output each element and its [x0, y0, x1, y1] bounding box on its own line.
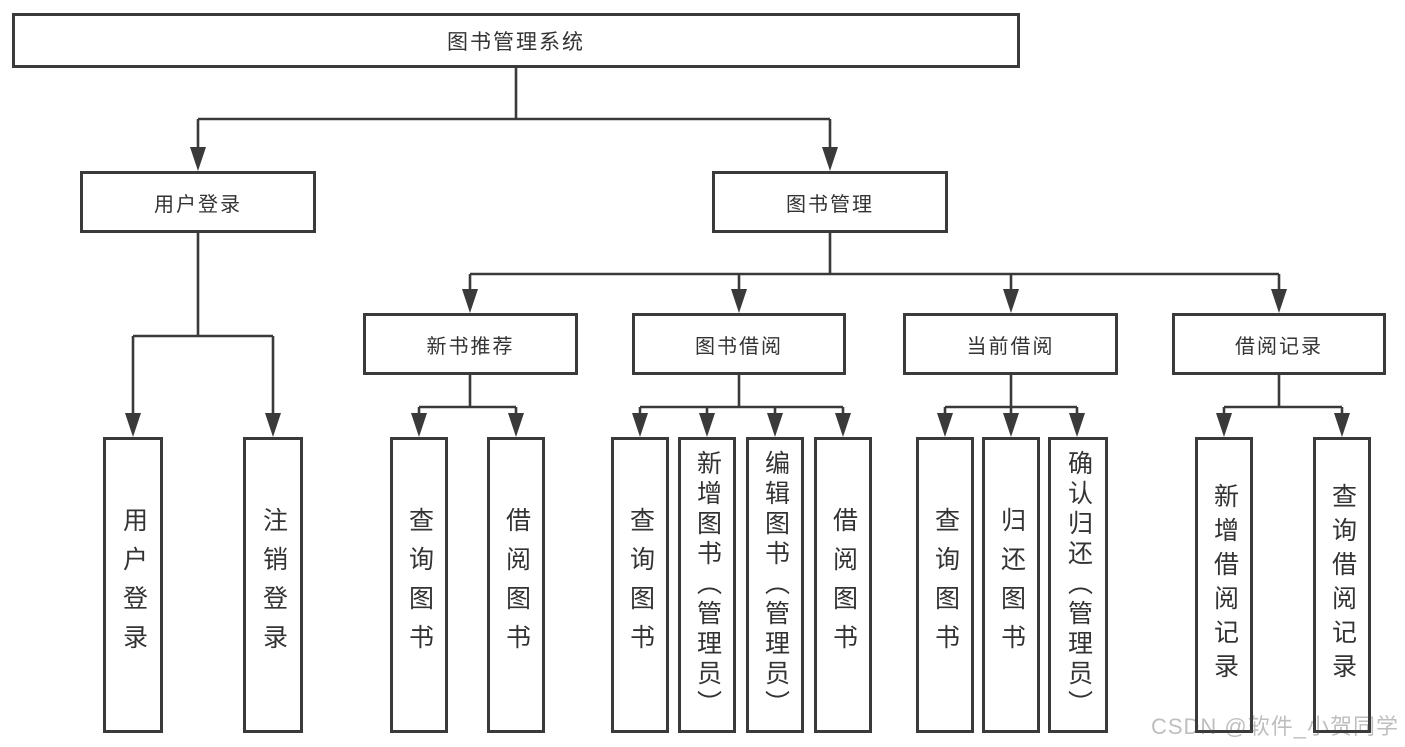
node-borrowing-records-label: 借阅记录 [1235, 335, 1323, 358]
leaf-edit-books-admin: 编辑图书（管理员） [746, 437, 804, 733]
node-borrowing-records: 借阅记录 [1172, 313, 1386, 375]
node-book-borrowing: 图书借阅 [632, 313, 846, 375]
leaf-logout: 注销登录 [243, 437, 303, 733]
leaf-add-borrow-record: 新增借阅记录 [1195, 437, 1253, 733]
leaf-return-books: 归还图书 [982, 437, 1040, 733]
leaf-confirm-return-admin: 确认归还（管理员） [1048, 437, 1108, 733]
node-current-borrowing-label: 当前借阅 [966, 335, 1055, 358]
leaf-borrow-books-1: 借阅图书 [487, 437, 545, 733]
leaf-user-login: 用户登录 [103, 437, 163, 733]
leaf-query-books-2: 查询图书 [611, 437, 669, 733]
node-current-borrowing: 当前借阅 [903, 313, 1118, 375]
leaf-borrow-books-2: 借阅图书 [814, 437, 872, 733]
node-user-login-label: 用户登录 [154, 193, 242, 216]
leaf-query-books-1: 查询图书 [390, 437, 448, 733]
node-new-book-recommend: 新书推荐 [363, 313, 578, 375]
node-book-management: 图书管理 [712, 171, 948, 233]
node-root: 图书管理系统 [12, 13, 1020, 68]
node-book-borrowing-label: 图书借阅 [695, 335, 783, 358]
node-new-book-recommend-label: 新书推荐 [426, 335, 515, 358]
node-user-login: 用户登录 [80, 171, 316, 233]
leaf-query-borrow-record: 查询借阅记录 [1313, 437, 1371, 733]
arrowhead-icons [125, 147, 1350, 437]
node-book-management-label: 图书管理 [786, 193, 874, 216]
leaf-query-books-3: 查询图书 [916, 437, 974, 733]
node-root-label: 图书管理系统 [447, 30, 585, 54]
leaf-add-books-admin: 新增图书（管理员） [678, 437, 736, 733]
